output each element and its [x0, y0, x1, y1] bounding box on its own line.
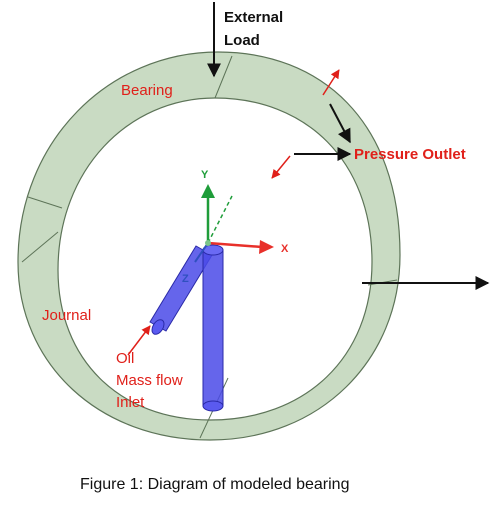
band-seam-left-upper	[27, 196, 63, 209]
oil-label-line2: Mass flow	[116, 372, 183, 389]
x-axis-label: X	[281, 243, 289, 255]
x-axis-line	[207, 241, 263, 249]
band-seam-left-lower	[21, 231, 59, 263]
external-load-label-line1: External	[224, 9, 283, 26]
oil-label-line3: Inlet	[116, 394, 145, 411]
outlet-flow-arrow-upper	[322, 69, 340, 96]
coordinate-axes: X Y Z	[182, 169, 289, 285]
z-axis-line	[194, 242, 209, 263]
x-axis-arrowhead	[259, 240, 274, 254]
external-load-label-line2: Load	[224, 32, 260, 49]
oil-inlet-pipes	[149, 244, 224, 412]
origin-dot	[205, 240, 211, 246]
oil-label-line1: Oil	[116, 350, 134, 367]
y-axis-label: Y	[201, 169, 209, 181]
y-axis-arrowhead	[201, 184, 215, 198]
bearing-label: Bearing	[121, 82, 173, 99]
bearing-band	[17, 51, 401, 441]
oil-inlet-arrow	[127, 325, 151, 356]
band-seam-top	[214, 55, 233, 99]
z-axis-label: Z	[182, 273, 189, 285]
figure-caption: Figure 1: Diagram of modeled bearing	[80, 476, 349, 493]
pressure-outlet-label: Pressure Outlet	[354, 146, 466, 163]
outlet-flow-arrow-lower	[271, 155, 291, 179]
outlet-pointer-arrow-diag	[329, 103, 351, 144]
journal-label: Journal	[42, 307, 91, 324]
z-axis-dashed	[207, 195, 233, 244]
